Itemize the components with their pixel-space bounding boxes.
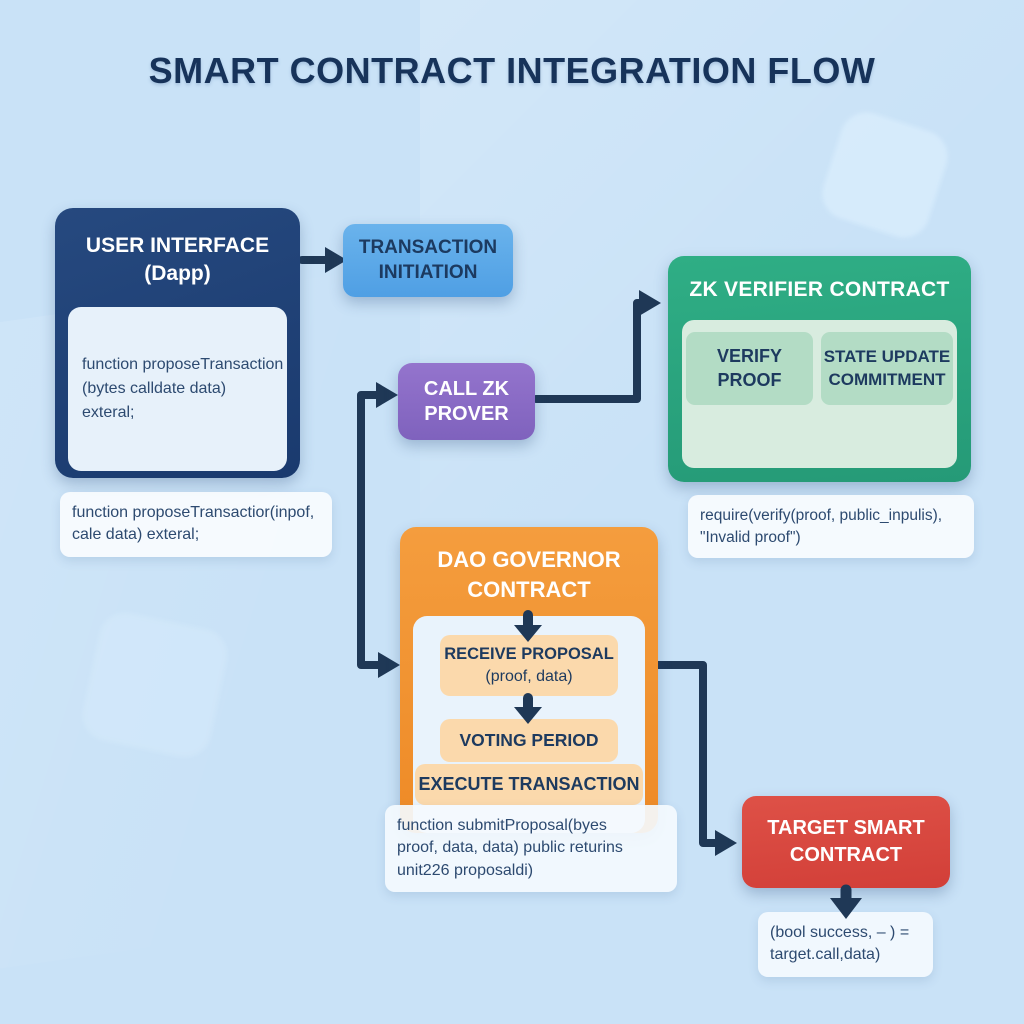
- arrowhead-dao-to-target: [715, 830, 737, 856]
- user-interface-title: USER INTERFACE (Dapp): [55, 208, 300, 287]
- target-call-caption: (bool success, – ) = target.call,data): [758, 912, 933, 977]
- voting-period-step: VOTING PERIOD: [440, 719, 618, 762]
- state-update-line2: COMMITMENT: [828, 369, 946, 389]
- user-interface-title-line2: (Dapp): [144, 261, 211, 285]
- dao-governor-panel: RECEIVE PROPOSAL (proof, data) VOTING PE…: [413, 616, 645, 833]
- transaction-initiation-line1: TRANSACTION: [358, 237, 498, 259]
- arrow-branch-to-prover-and-dao: [357, 391, 384, 669]
- dao-governor-title-line1: DAO GOVERNOR: [437, 547, 621, 572]
- target-smart-contract-label: TARGET SMART CONTRACT: [767, 815, 924, 869]
- user-interface-code-panel: function proposeTransaction (bytes calld…: [68, 307, 287, 471]
- ui-caption-line: cale data) exteral;: [72, 526, 200, 544]
- dao-caption-line: unit226 proposaldi): [397, 861, 534, 879]
- dao-governor-title: DAO GOVERNOR CONTRACT: [400, 527, 658, 604]
- target-smart-contract-node: TARGET SMART CONTRACT: [742, 796, 950, 888]
- target-caption-line: (bool success, – ) =: [770, 924, 910, 941]
- receive-proposal-step: RECEIVE PROPOSAL (proof, data): [440, 635, 618, 696]
- background-decoration: [815, 105, 955, 245]
- target-contract-line1: TARGET SMART: [767, 817, 925, 839]
- dao-caption-line: function submitProposal(byes: [397, 817, 607, 834]
- arrowhead-prover-to-verifier: [639, 290, 661, 316]
- arrowhead-branch-to-prover: [376, 382, 398, 408]
- call-zk-prover-line2: PROVER: [424, 402, 509, 425]
- ui-caption-line: function proposeTransactior(inpof,: [72, 504, 315, 521]
- page-title: SMART CONTRACT INTEGRATION FLOW: [148, 50, 876, 91]
- verify-proof-step: VERIFY PROOF: [686, 332, 813, 405]
- call-zk-prover-node: CALL ZK PROVER: [398, 363, 535, 440]
- arrowhead-branch-to-dao: [378, 652, 400, 678]
- transaction-initiation-node: TRANSACTION INITIATION: [343, 224, 513, 297]
- verifier-caption-line: "Invalid proof"): [700, 528, 801, 546]
- arrow-prover-to-verifier: [532, 299, 645, 403]
- voting-period-label: VOTING PERIOD: [459, 729, 599, 750]
- dao-caption-line: proof, data, data) public returins: [397, 839, 623, 857]
- verifier-require-caption: require(verify(proof, public_inpulis), "…: [688, 495, 974, 559]
- background-decoration: [77, 607, 233, 763]
- receive-proposal-args: (proof, data): [485, 667, 573, 685]
- ui-code-line: function proposeTransaction: [82, 356, 284, 373]
- zk-verifier-node: ZK VERIFIER CONTRACT VERIFY PROOF STATE …: [668, 256, 971, 482]
- state-update-step: STATE UPDATE COMMITMENT: [821, 332, 953, 405]
- dao-governor-title-line2: CONTRACT: [467, 576, 591, 602]
- receive-proposal-label: RECEIVE PROPOSAL: [444, 645, 614, 664]
- target-contract-line2: CONTRACT: [789, 844, 903, 866]
- ui-code-line: exteral;: [82, 404, 135, 421]
- call-zk-prover-line1: CALL ZK: [423, 377, 510, 400]
- ui-code-line: (bytes calldate data): [82, 380, 227, 397]
- zk-verifier-panel: VERIFY PROOF STATE UPDATE COMMITMENT: [682, 320, 957, 468]
- dao-governor-node: DAO GOVERNOR CONTRACT RECEIVE PROPOSAL (…: [400, 527, 658, 833]
- user-interface-title-line1: USER INTERFACE: [85, 234, 270, 257]
- state-update-line1: STATE UPDATE: [823, 347, 951, 367]
- execute-transaction-label: EXECUTE TRANSACTION: [418, 774, 640, 795]
- transaction-initiation-line2: INITIATION: [378, 261, 478, 283]
- call-zk-prover-label: CALL ZK PROVER: [424, 377, 509, 427]
- user-interface-node: USER INTERFACE (Dapp) function proposeTr…: [55, 208, 300, 478]
- ui-function-caption: function proposeTransactior(inpof, cale …: [60, 492, 332, 557]
- execute-transaction-step: EXECUTE TRANSACTION: [415, 764, 643, 805]
- dao-function-caption: function submitProposal(byes proof, data…: [385, 805, 677, 893]
- zk-verifier-title: ZK VERIFIER CONTRACT: [689, 278, 950, 301]
- target-caption-line: target.call,data): [770, 946, 881, 964]
- transaction-initiation-label: TRANSACTION INITIATION: [359, 236, 497, 285]
- verifier-caption-line: require(verify(proof, public_inpulis),: [700, 507, 943, 524]
- verify-proof-label: VERIFY PROOF: [716, 346, 782, 390]
